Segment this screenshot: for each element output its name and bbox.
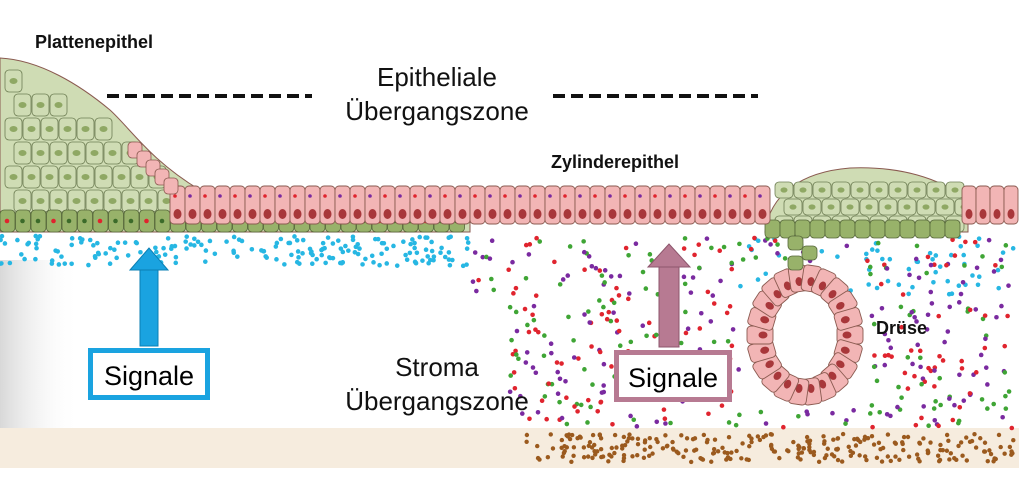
- columnar-epithelium: [127, 141, 1019, 225]
- blue-arrow: [128, 247, 170, 347]
- mauve-arrow: [646, 243, 692, 348]
- left-shade: [0, 260, 80, 428]
- label-gland: Drüse: [876, 318, 928, 338]
- label-stroma-line1: Stroma: [395, 352, 479, 382]
- label-epithelial-zone: Epitheliale Übergangszone: [322, 60, 552, 128]
- signal-box-right: Signale: [614, 350, 732, 402]
- label-columnar: Zylinderepithel: [551, 152, 680, 172]
- gland: [746, 235, 864, 406]
- signal-box-left: Signale: [88, 348, 210, 400]
- label-stroma-line2: Übergangszone: [345, 386, 529, 416]
- label-epithelial-zone-line1: Epitheliale: [377, 62, 497, 92]
- signal-dots: [0, 233, 1016, 465]
- label-squamous: Plattenepithel: [35, 32, 154, 52]
- label-epithelial-zone-line2: Übergangszone: [345, 96, 529, 126]
- label-stroma-zone: Stroma Übergangszone: [322, 350, 552, 418]
